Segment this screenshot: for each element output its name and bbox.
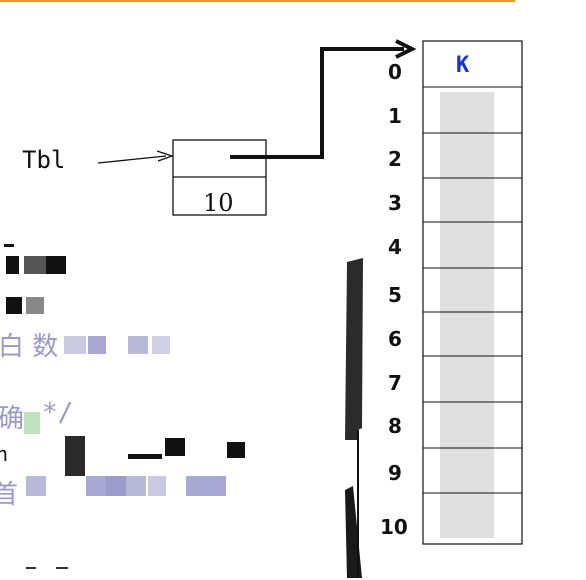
size-value: 10 <box>203 189 234 217</box>
code-blur-6 <box>26 476 46 496</box>
code-block-2 <box>24 256 46 274</box>
code-fragment-2: 确 <box>0 404 25 434</box>
code-fragment-1: 白 数 <box>0 332 59 362</box>
code-blur-2 <box>88 336 106 354</box>
index-label-3: 3 <box>388 191 402 215</box>
index-label-7: 7 <box>388 371 402 395</box>
side-bar-lower <box>345 486 362 578</box>
code-blur-8 <box>106 476 126 496</box>
code-block-4 <box>6 297 22 314</box>
index-label-5: 5 <box>388 283 402 307</box>
side-bar-shadow <box>345 258 363 440</box>
code-blur-10 <box>148 476 166 496</box>
code-blur-4 <box>152 336 170 354</box>
code-block-1 <box>6 256 19 274</box>
code-block-8 <box>165 438 185 456</box>
pointer-arrow-head <box>395 39 417 59</box>
index-label-2: 2 <box>388 147 402 171</box>
code-blur-7 <box>86 476 106 496</box>
code-block-3 <box>46 256 66 274</box>
code-blur-1 <box>64 336 86 354</box>
tbl-label: Tbl <box>22 146 65 174</box>
code-blur-5 <box>24 412 40 434</box>
code-blur-3 <box>128 336 148 354</box>
pointer-path <box>230 47 404 159</box>
code-tick-3 <box>56 567 68 569</box>
cell-fill-column <box>440 92 494 538</box>
code-blur-9 <box>126 476 146 496</box>
index-label-9: 9 <box>388 461 402 485</box>
index-label-8: 8 <box>388 414 402 438</box>
code-block-9 <box>227 442 245 458</box>
code-tick-1 <box>4 244 14 247</box>
index-labels: 0 1 2 3 4 5 6 7 8 9 10 <box>380 60 408 539</box>
row-lines <box>423 86 522 494</box>
code-blur-11 <box>186 476 226 496</box>
index-label-4: 4 <box>388 235 402 259</box>
code-fragment-4: 首 <box>0 480 19 510</box>
code-block-7 <box>128 454 162 459</box>
code-fragment-3: n <box>0 442 9 466</box>
code-comment-close: */ <box>42 398 74 428</box>
code-tick-2 <box>26 567 36 569</box>
tbl-arrow-line <box>97 155 167 164</box>
index-label-10: 10 <box>380 515 408 539</box>
index-label-6: 6 <box>388 327 402 351</box>
code-block-5 <box>26 297 44 314</box>
table-head-label: K <box>456 53 470 78</box>
index-label-0: 0 <box>388 60 402 84</box>
code-block-6 <box>65 436 85 476</box>
tbl-arrow-head <box>156 150 174 162</box>
index-label-1: 1 <box>388 104 402 128</box>
